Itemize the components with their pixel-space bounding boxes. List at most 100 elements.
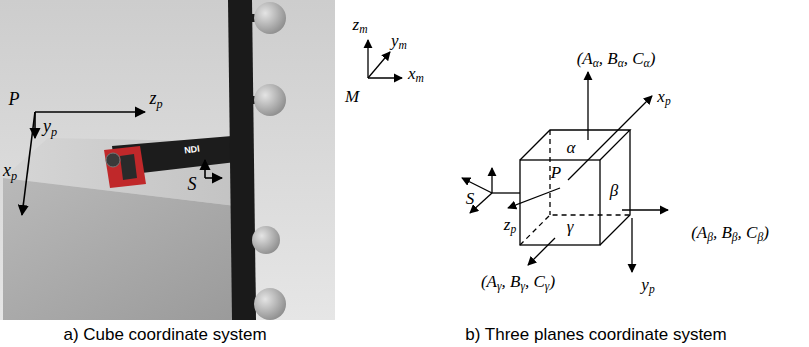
text-part: α [593, 57, 599, 70]
text-part: , B [713, 223, 732, 242]
text-part: z [504, 215, 511, 234]
text-part: m [416, 72, 424, 85]
text-part: , C [738, 223, 758, 242]
rect-shape [0, 0, 335, 320]
circle-shape [252, 226, 280, 254]
text-part: z [149, 88, 156, 108]
text-part: NDI [184, 143, 201, 155]
line-shape [367, 40, 368, 78]
normal-vector-label: (Aβ, Bβ, Cβ) [691, 224, 769, 241]
text-part: x [3, 160, 11, 180]
line-shape [528, 238, 555, 265]
frame-label: M [345, 88, 359, 105]
circle-shape [254, 2, 286, 34]
line-shape [368, 77, 402, 78]
circle-shape [254, 84, 286, 116]
text-part: p [665, 95, 671, 108]
text-part: M [345, 87, 359, 106]
frame-label: S [188, 175, 197, 193]
text-part: α [644, 57, 650, 70]
circle-shape [106, 153, 120, 167]
text-part: p [510, 223, 516, 236]
line-shape [35, 111, 145, 113]
text-part: p [156, 97, 162, 111]
text-part: , C [624, 49, 644, 68]
text-part: β [732, 231, 738, 244]
text-part: β [757, 231, 763, 244]
line-shape [587, 72, 588, 140]
axis-label: xp [657, 88, 670, 105]
text-part: γ [545, 280, 550, 293]
axis-label: xm [408, 65, 424, 82]
subfigure-caption: b) Three planes coordinate system [465, 326, 726, 343]
plane-label: β [610, 182, 618, 199]
line-shape [631, 218, 632, 272]
line-shape [204, 160, 206, 178]
polygon-shape [3, 178, 241, 320]
text-part: ) [650, 49, 656, 68]
line-shape [492, 192, 520, 193]
text-part: p [649, 283, 655, 296]
text-part: , B [502, 272, 521, 291]
axis-label: ym [391, 32, 407, 49]
polyline-shape [520, 215, 630, 245]
text-part: γ [567, 217, 574, 236]
cube-photo [0, 0, 335, 320]
axis-label: xp [3, 161, 17, 179]
text-part: α [618, 57, 624, 70]
text-part: , B [599, 49, 618, 68]
line-shape [368, 52, 390, 78]
line-shape [491, 168, 492, 193]
plane-diagram [368, 40, 668, 272]
line-shape [622, 209, 668, 210]
text-part: y [43, 116, 51, 136]
circle-shape [254, 288, 286, 320]
polyline-shape [600, 130, 630, 245]
line-shape [508, 188, 560, 208]
polygon-shape [120, 154, 137, 180]
text-part: p [11, 169, 17, 183]
normal-vector-label: (Aγ, Bγ, Cγ) [481, 273, 555, 290]
text-part: ) [763, 223, 769, 242]
text-part: S [188, 174, 197, 194]
plane-label: α [567, 139, 576, 156]
plane-label: γ [567, 218, 574, 235]
text-part: y [641, 275, 649, 294]
g-shape [22, 112, 222, 215]
axis-label: zm [353, 16, 368, 33]
text-part: m [359, 23, 367, 36]
text-part: (A [481, 272, 497, 291]
text-part: , C [525, 272, 545, 291]
axis-label: zp [149, 89, 162, 107]
subfigure-caption: a) Cube coordinate system [63, 326, 266, 343]
text-part: z [353, 15, 360, 34]
text-part: β [707, 231, 713, 244]
text-part: (A [691, 223, 707, 242]
line-shape [549, 130, 550, 215]
normal-vector-label: (Aα, Bα, Cα) [577, 50, 656, 67]
axis-origin-label: P [551, 164, 561, 181]
text-part: y [391, 31, 399, 50]
text-part: P [9, 89, 20, 109]
line-shape [568, 96, 652, 180]
text-part: γ [520, 280, 525, 293]
text-part: β [610, 181, 618, 200]
text-part: S [466, 189, 475, 208]
text-part: α [567, 138, 576, 157]
text-part: a) Cube coordinate system [63, 325, 266, 344]
rect-shape [520, 160, 600, 245]
polygon-shape [104, 146, 146, 188]
text-part: p [51, 125, 57, 139]
line-shape [205, 177, 222, 179]
text-part: γ [497, 280, 502, 293]
text-part: m [399, 39, 407, 52]
text-part: P [551, 163, 561, 182]
line-shape [22, 112, 35, 215]
text-part: x [657, 87, 665, 106]
axis-label: yp [641, 276, 654, 293]
axis-label: zp [504, 216, 516, 233]
text-part: x [408, 64, 416, 83]
text-part: ) [549, 272, 555, 291]
axis-label: yp [43, 117, 57, 135]
